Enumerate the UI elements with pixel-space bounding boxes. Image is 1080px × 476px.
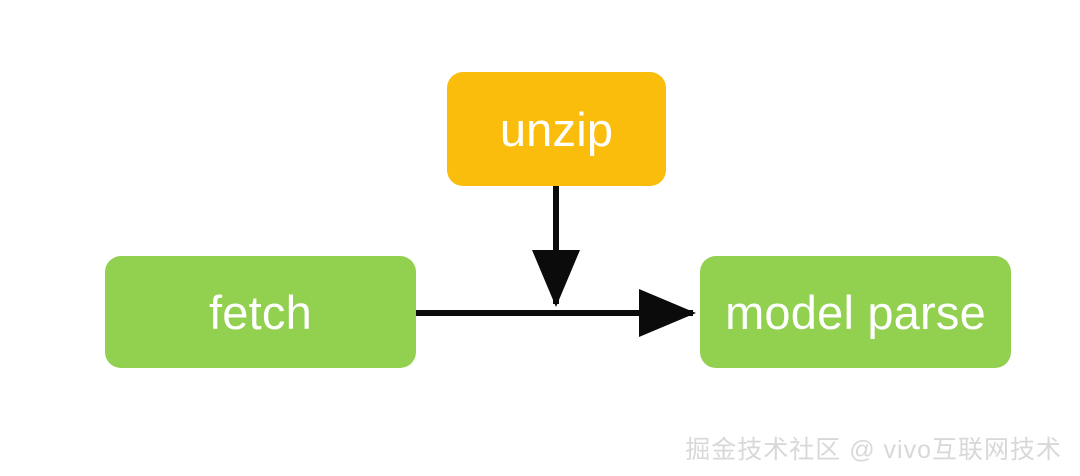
node-fetch[interactable]: fetch [105, 256, 416, 368]
node-unzip-label: unzip [499, 102, 614, 156]
node-fetch-label: fetch [209, 285, 312, 339]
node-model-parse[interactable]: model parse [700, 256, 1011, 368]
node-model-parse-label: model parse [725, 285, 986, 339]
node-unzip[interactable]: unzip [447, 72, 666, 186]
watermark-text: 掘金技术社区 @ vivo互联网技术 [685, 436, 1062, 464]
